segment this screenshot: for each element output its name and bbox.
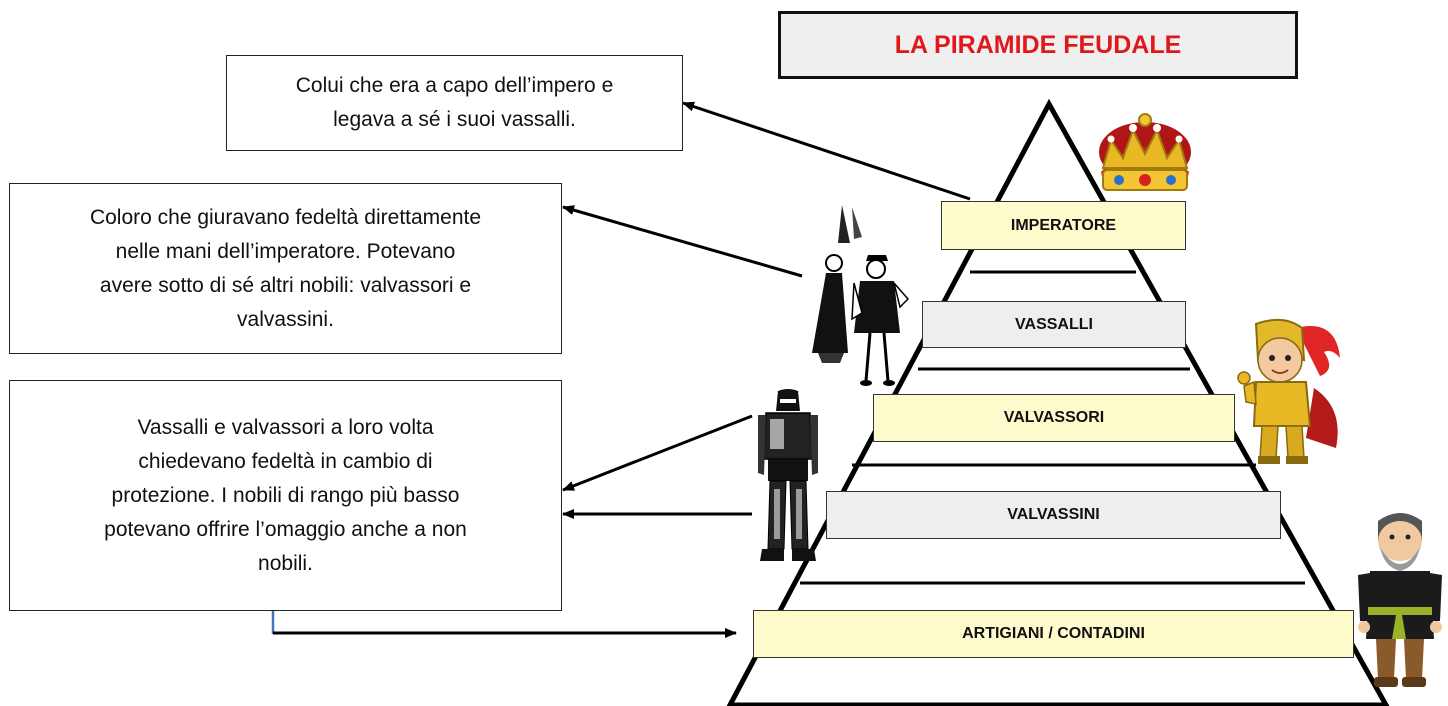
description-imperatore: Colui che era a capo dell’impero e legav…	[226, 55, 683, 151]
level-vassalli: VASSALLI	[922, 301, 1186, 348]
description-line: legava a sé i suoi vassalli.	[333, 108, 576, 131]
description-line: chiedevano fedeltà in cambio di	[138, 449, 433, 473]
arrow-vassalli	[562, 205, 803, 278]
description-line: Vassalli e valvassori a loro volta	[137, 415, 434, 439]
armor-icon	[758, 389, 818, 561]
description-valvassori: Vassalli e valvassori a loro volta chied…	[9, 380, 562, 611]
level-valvassori: VALVASSORI	[873, 394, 1235, 442]
description-line: Colui che era a capo dell’impero e	[295, 74, 614, 97]
description-vassalli: Coloro che giuravano fedeltà direttament…	[9, 183, 562, 354]
description-line: valvassini.	[237, 307, 334, 331]
description-line: nelle mani dell’imperatore. Potevano	[115, 239, 456, 263]
knight-icon	[1237, 318, 1340, 464]
page-title: LA PIRAMIDE FEUDALE	[778, 11, 1298, 79]
level-valvassini: VALVASSINI	[826, 491, 1281, 539]
level-imperatore: IMPERATORE	[941, 201, 1186, 250]
description-line: protezione. I nobili di rango più basso	[111, 483, 460, 507]
description-line: Coloro che giuravano fedeltà direttament…	[89, 205, 482, 229]
level-artigiani-contadini: ARTIGIANI / CONTADINI	[753, 610, 1354, 658]
arrow-imperatore	[682, 101, 971, 201]
crown-icon	[1099, 113, 1191, 191]
description-line: avere sotto di sé altri nobili: valvasso…	[99, 273, 472, 297]
peasant-icon	[1358, 513, 1442, 687]
description-line: nobili.	[258, 551, 313, 575]
nobles-icon	[812, 205, 910, 386]
arrow-valvassori	[562, 414, 753, 492]
description-line: potevano offrire l’omaggio anche a non	[104, 517, 467, 541]
